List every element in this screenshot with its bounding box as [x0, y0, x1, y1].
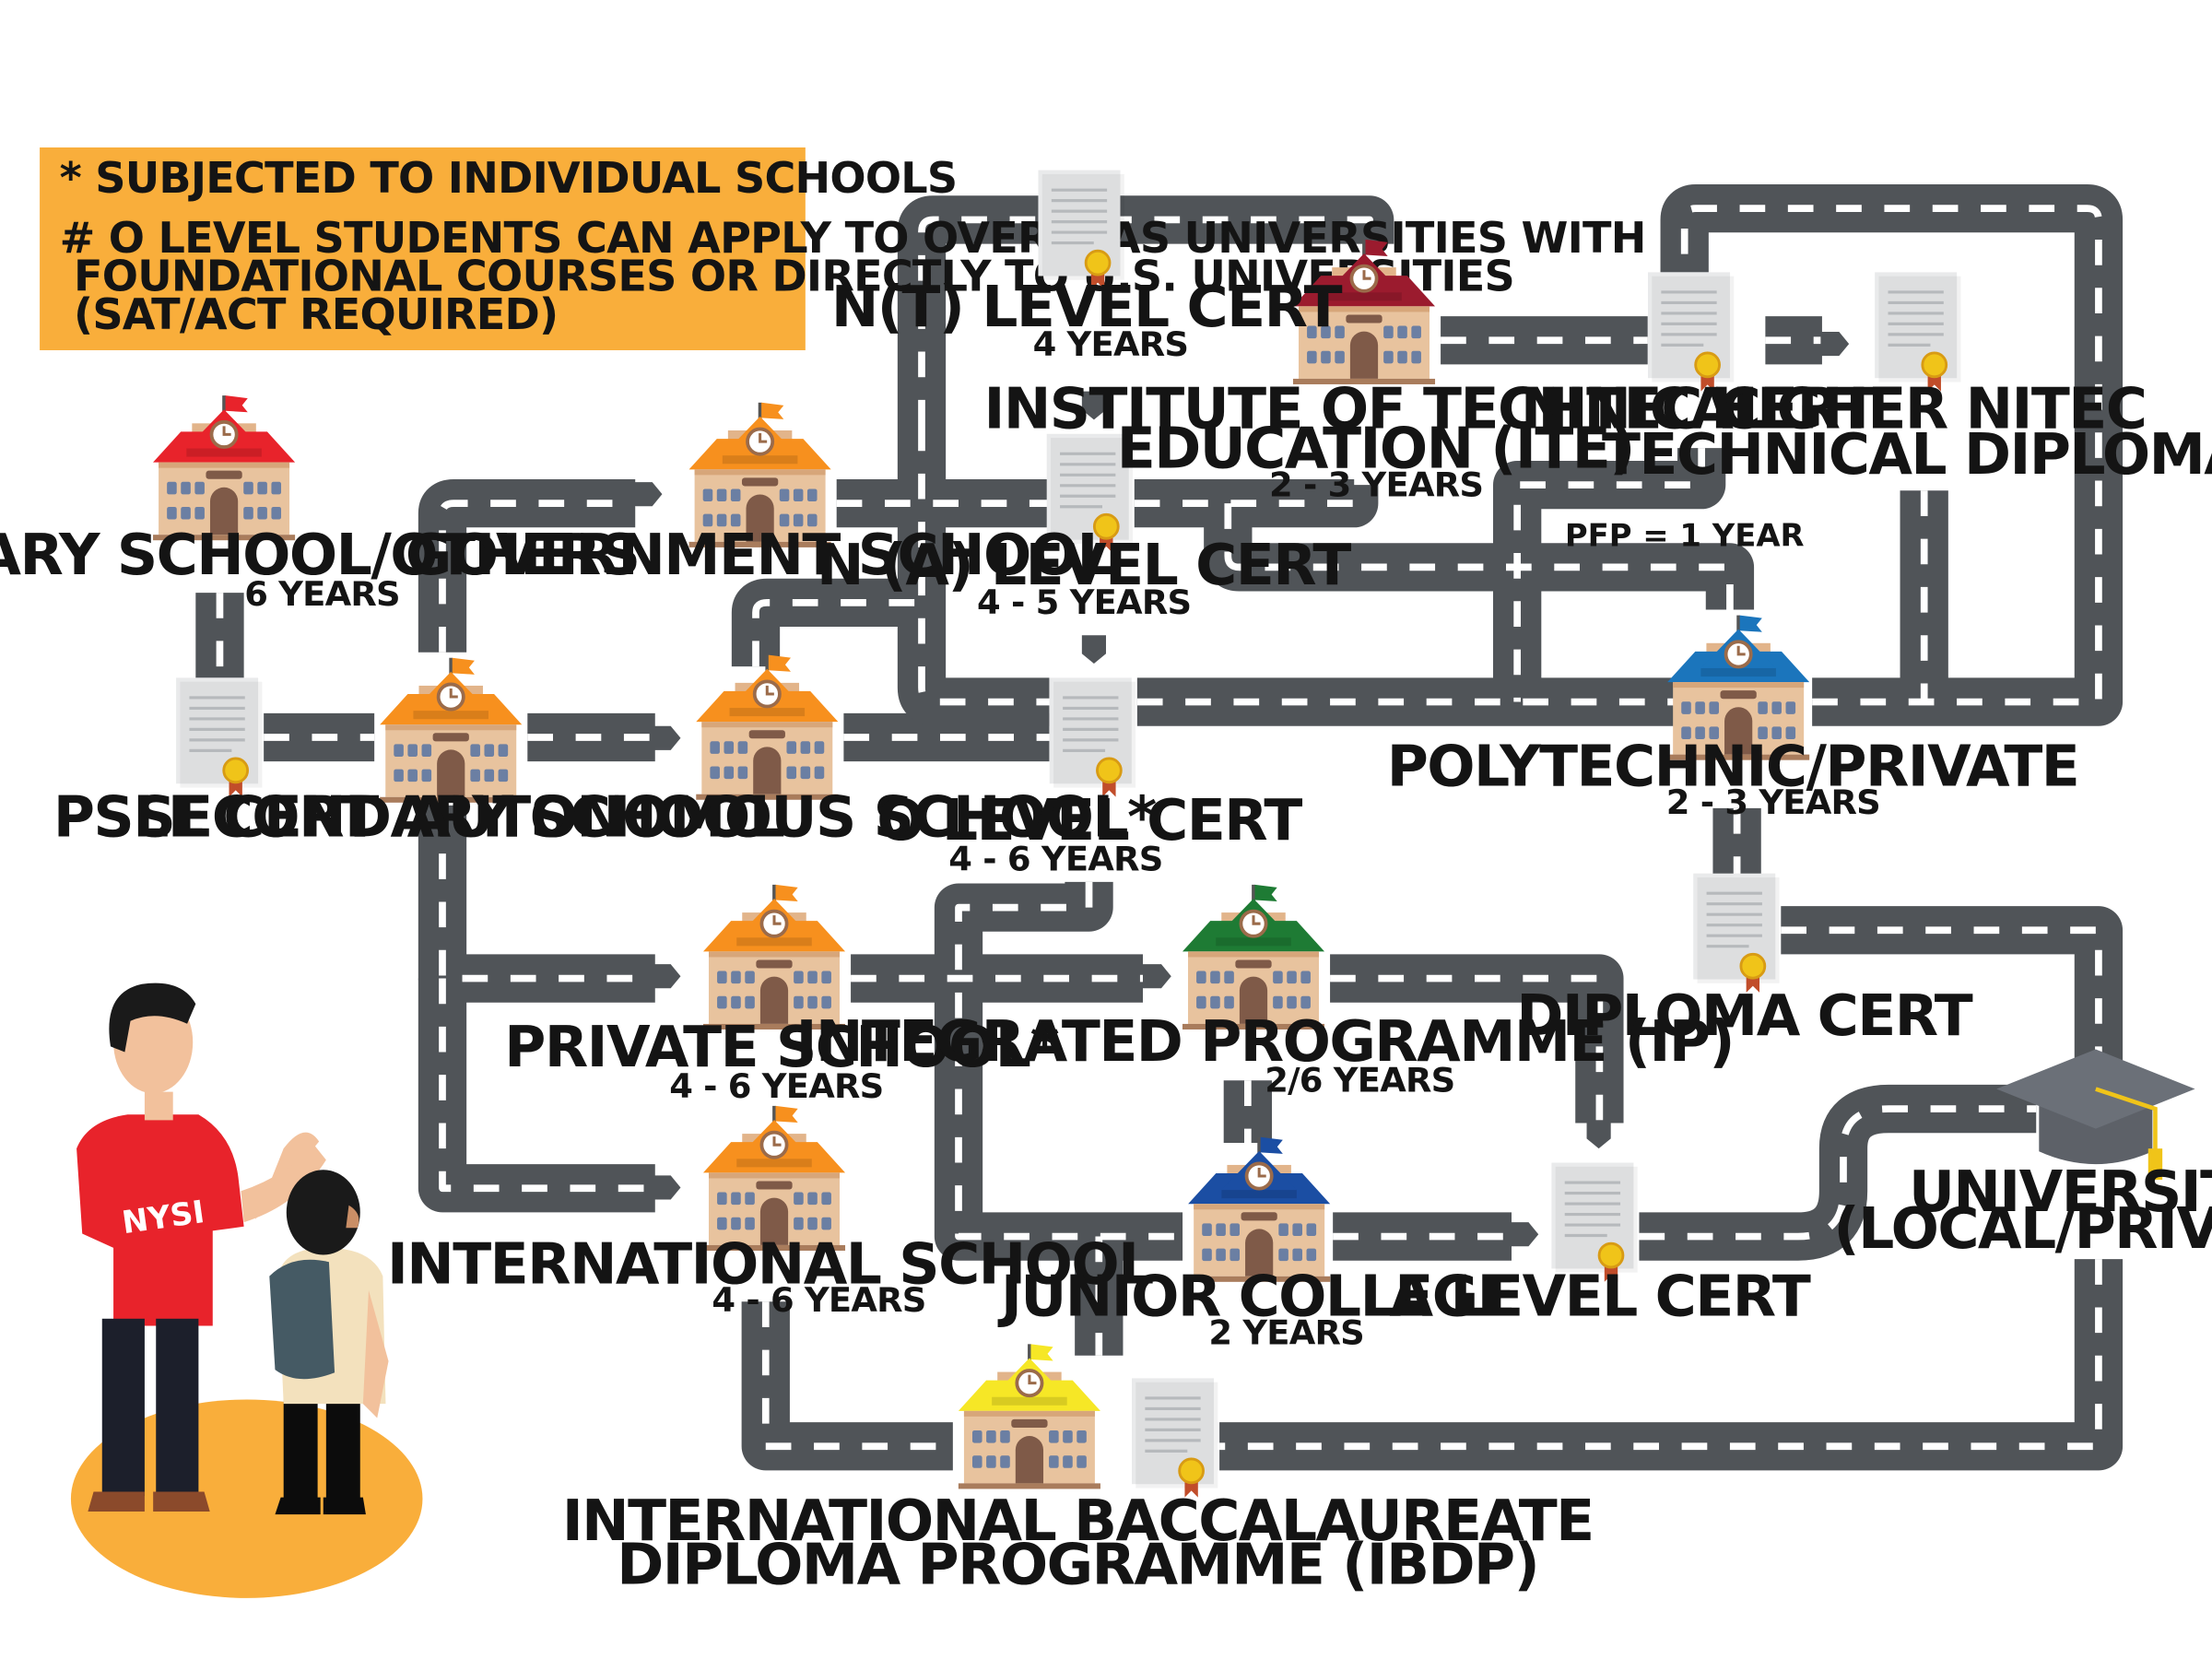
na-level-cert-duration: 4 - 5 YEARS	[977, 582, 1191, 622]
road-lane-marking	[752, 599, 922, 667]
nitec-cert-label: NITEC CERT	[1521, 376, 1876, 442]
polytechnic-duration: 2 - 3 YEARS	[1666, 782, 1880, 822]
node-labels: PRIMARY SCHOOL/OTHERS 6 YEARS PSLE CERT …	[0, 274, 2212, 1598]
road-lane-marking	[439, 805, 655, 982]
ite-label-line2: EDUCATION (ITE)	[1117, 416, 1634, 482]
ibdp-label-line1: INTERNATIONAL BACCALAUREATE	[562, 1488, 1594, 1554]
government-school-label: GOVERNMENT SCHOOL	[406, 522, 1112, 588]
road-segment	[1330, 954, 1624, 1124]
international-school-label: INTERNATIONAL SCHOOL	[387, 1230, 1153, 1297]
road-lane-marking	[1680, 205, 2102, 706]
road-lane-marking	[439, 978, 655, 1193]
road-network	[195, 184, 2124, 1471]
diploma-cert-label: DIPLOMA CERT	[1516, 982, 1972, 1049]
autonomous-school-label: AUTONOMOUS SCHOOL*	[407, 784, 1156, 851]
road-lane-marking	[439, 500, 636, 653]
footnote-asterisk: * SUBJECTED TO INDIVIDUAL SCHOOLS	[60, 153, 958, 203]
road-lane-marking	[1781, 926, 2102, 1078]
private-school-duration: 4 - 6 YEARS	[669, 1066, 883, 1106]
primary-school-duration: 6 YEARS	[244, 574, 400, 614]
road-lane-marking	[1639, 1105, 2037, 1241]
road-lane-marking	[1513, 448, 1705, 702]
road-lane-marking	[955, 881, 1183, 1241]
nt-level-cert-duration: 4 YEARS	[1033, 324, 1189, 364]
road-lane-marking	[1134, 485, 1359, 507]
road-lane-marking	[1224, 503, 1734, 610]
polytechnic-label: POLYTECHNIC/PRIVATE	[1387, 733, 2079, 799]
graduation-cap-icon	[1996, 1049, 2195, 1180]
pfp-label: PFP = 1 YEAR	[1565, 517, 1805, 553]
o-level-cert-label: O LEVEL CERT	[877, 787, 1302, 853]
integrated-programme-duration: 2/6 YEARS	[1265, 1061, 1454, 1100]
university-label-line1: UNIVERSITY	[1909, 1159, 2212, 1225]
higher-nitec-label-line2: TECHNICAL DIPLOMA	[1602, 421, 2212, 488]
students-illustration: NYSI	[70, 982, 423, 1598]
road-segment	[418, 978, 655, 1213]
international-school-duration: 4 - 6 YEARS	[712, 1280, 925, 1320]
university-label-line2: (LOCAL/PRIVATE)	[1834, 1195, 2212, 1262]
footnote-hash-line3: (SAT/ACT REQUIRED)	[74, 289, 558, 339]
nt-level-cert-label: N(T) LEVEL CERT	[831, 274, 1343, 340]
road-lane-marking	[761, 1301, 953, 1451]
higher-nitec-label-line1: HIGHER NITEC	[1711, 376, 2146, 442]
ibdp-label-line2: DIPLOMA PROGRAMME (IBDP)	[617, 1531, 1538, 1597]
road-lane-marking	[918, 216, 1373, 426]
integrated-programme-label: INTEGRATED PROGRAMME (IP)	[796, 1008, 1734, 1075]
secondary-school-label: SECONDARY SCHOOL	[135, 784, 783, 851]
road-lane-marking	[918, 425, 1050, 706]
footnote-hash-line2: FOUNDATIONAL COURSES OR DIRECTLY TO U.S.…	[74, 251, 1514, 300]
o-level-cert-duration: 4 - 6 YEARS	[948, 840, 1162, 879]
primary-school-label: PRIMARY SCHOOL/OTHERS	[0, 522, 639, 588]
junior-college-label: JUNIOR COLLEGE	[997, 1264, 1514, 1330]
na-level-cert-label: N (A) LEVEL CERT	[817, 532, 1351, 598]
psle-cert-label: PSLE CERT	[53, 784, 379, 851]
road-segment	[741, 1301, 953, 1471]
private-school-label: PRIVATE SCHOOL*	[504, 1014, 1058, 1080]
a-level-cert-label: A LEVEL CERT	[1390, 1264, 1811, 1330]
junior-college-duration: 2 YEARS	[1208, 1312, 1364, 1352]
ite-duration: 2 - 3 YEARS	[1269, 465, 1483, 504]
road-lane-marking	[1219, 1259, 2102, 1451]
ite-label-line1: INSTITUTE OF TECHNICAL	[983, 376, 1767, 442]
